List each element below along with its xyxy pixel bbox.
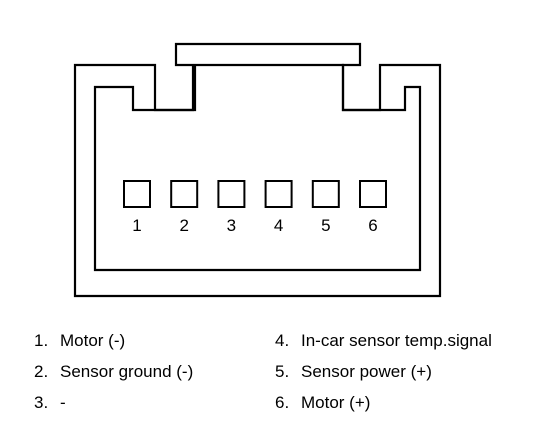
legend-item-text: Motor (-) [60, 331, 126, 350]
pin-1-terminal [123, 180, 151, 208]
legend-item-text: Motor (+) [301, 393, 371, 412]
pin-5-terminal [311, 180, 340, 208]
legend-item-number: 3. [34, 393, 49, 412]
pin-1-number: 1 [132, 216, 141, 235]
legend-item-number: 6. [275, 393, 290, 412]
legend-item-number: 2. [34, 362, 49, 381]
pin-6-number: 6 [368, 216, 377, 235]
connector-inner-housing [93, 63, 422, 272]
legend-item-2: 2. Sensor ground (-) [34, 362, 193, 382]
connector-drawing: 1 2 3 4 5 6 [73, 42, 442, 298]
connector-pins: 1 2 3 4 5 6 [123, 180, 387, 235]
legend-item-text: Sensor ground (-) [60, 362, 194, 381]
legend-item-3: 3.- [34, 393, 66, 413]
connector-outer-housing [73, 42, 442, 298]
pin-5-number: 5 [321, 216, 330, 235]
legend-item-text: - [60, 393, 66, 412]
pin-2-number: 2 [179, 216, 188, 235]
legend-item-text: Sensor power (+) [301, 362, 432, 381]
legend-item-6: 6. Motor (+) [275, 393, 370, 413]
legend-item-number: 5. [275, 362, 290, 381]
pin-3-number: 3 [227, 216, 236, 235]
legend-item-number: 4. [275, 331, 290, 350]
legend-item-4: 4. In-car sensor temp.signal [275, 331, 492, 351]
legend-item-number: 1. [34, 331, 49, 350]
legend-item-text: In-car sensor temp.signal [301, 331, 492, 350]
pin-2-terminal [170, 180, 199, 208]
pin-4-number: 4 [274, 216, 283, 235]
pin-6-terminal [359, 180, 387, 208]
legend-item-5: 5. Sensor power (+) [275, 362, 432, 382]
pin-3-terminal [217, 180, 246, 208]
legend-item-1: 1. Motor (-) [34, 331, 125, 351]
pin-4-terminal [264, 180, 293, 208]
